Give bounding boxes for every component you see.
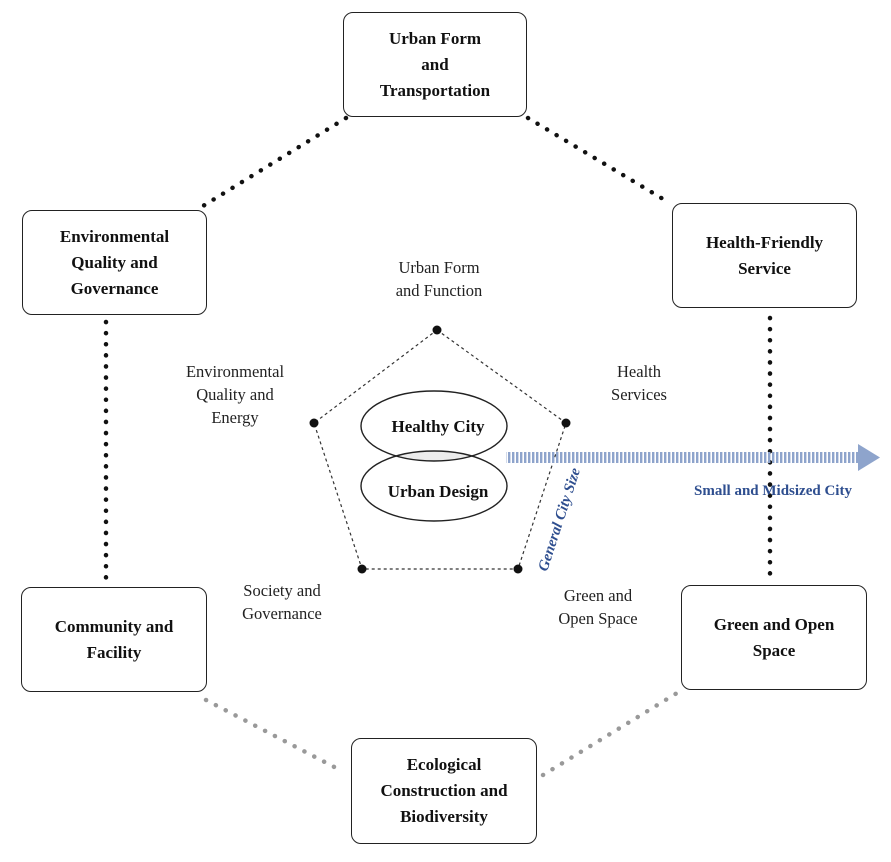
pentagon-vertex-lower-right bbox=[513, 564, 523, 574]
small-midsized-city-label: Small and Midsized City bbox=[694, 483, 852, 499]
connector-top-left bbox=[200, 115, 349, 209]
node-label: Urban Form and Transportation bbox=[379, 28, 491, 100]
node-label: Ecological Construction and Biodiversity bbox=[380, 755, 508, 826]
node-label: Community and Facility bbox=[54, 616, 174, 662]
node-community-facility: Community and Facility bbox=[21, 587, 207, 692]
urban-design-ellipse bbox=[360, 450, 508, 522]
node-green-open-space: Green and Open Space bbox=[681, 585, 867, 690]
node-health-friendly-service: Health-Friendly Service bbox=[672, 203, 857, 308]
pentagon-vertex-left bbox=[309, 418, 319, 428]
urban-design-label: Urban Design bbox=[388, 482, 489, 501]
pentagon-vertex-top bbox=[432, 325, 442, 335]
pentagon-vertex-right bbox=[561, 418, 571, 428]
node-environmental-quality-governance: Environmental Quality and Governance bbox=[22, 210, 207, 315]
node-label: Health-Friendly Service bbox=[705, 232, 824, 278]
inner-label-green-open-space: Green and Open Space bbox=[558, 586, 638, 628]
general-city-size-label: General City Size bbox=[536, 466, 585, 574]
node-label: Environmental Quality and Governance bbox=[59, 226, 170, 298]
node-label: Green and Open Space bbox=[713, 614, 835, 660]
connector-bottom-left bbox=[203, 697, 343, 773]
inner-label-health-services: Health Services bbox=[611, 362, 667, 404]
healthy-city-label: Healthy City bbox=[391, 417, 485, 436]
inner-label-environmental-quality-energy: Environmental Quality and Energy bbox=[185, 362, 285, 427]
connector-top-right bbox=[525, 115, 671, 205]
node-urban-form-transportation: Urban Form and Transportation bbox=[343, 12, 527, 117]
connector-bottom-right bbox=[540, 690, 680, 778]
city-size-arrow-shaft bbox=[506, 452, 866, 463]
pentagon-vertex-lower-left bbox=[357, 564, 367, 574]
dashed-pentagon bbox=[313, 329, 567, 570]
city-size-arrow-head bbox=[858, 444, 880, 471]
healthy-city-ellipse bbox=[360, 390, 508, 462]
inner-label-urban-form-function: Urban Form and Function bbox=[395, 258, 483, 300]
inner-label-society-governance: Society and Governance bbox=[242, 581, 322, 623]
node-ecological-construction-biodiversity: Ecological Construction and Biodiversity bbox=[351, 738, 537, 844]
